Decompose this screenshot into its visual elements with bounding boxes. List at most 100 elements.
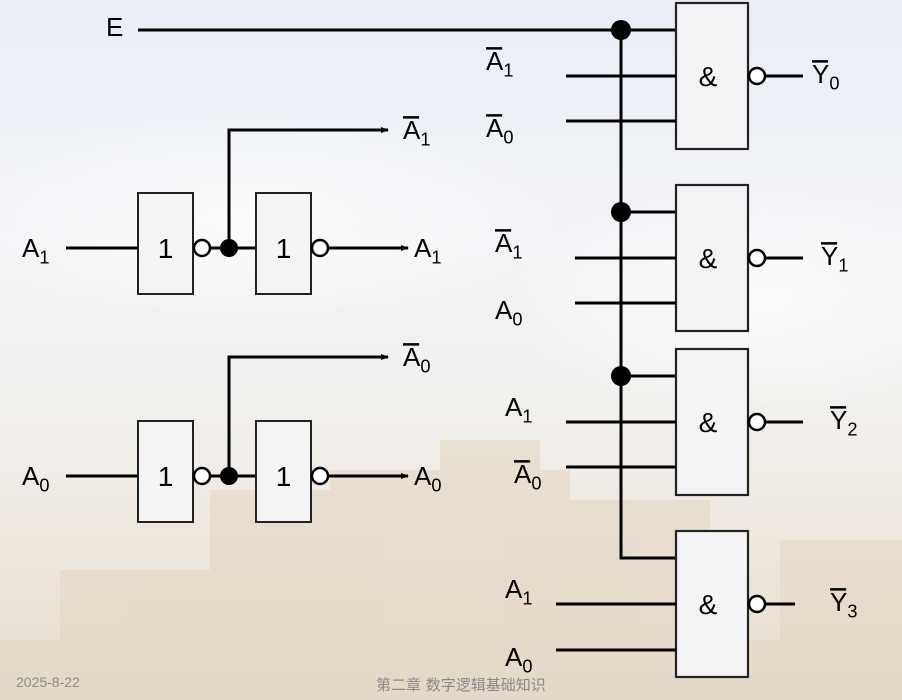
signal-subscript: 1 bbox=[522, 589, 532, 609]
gate-input-label-text: A1 bbox=[505, 392, 532, 427]
signal-letter: A bbox=[505, 642, 523, 672]
gate-input-label-text: A0 bbox=[495, 295, 522, 330]
signal-subscript: 0 bbox=[531, 474, 541, 494]
signal-letter: A bbox=[22, 233, 40, 263]
signal-subscript: 1 bbox=[431, 248, 441, 268]
inverter-symbol: 1 bbox=[158, 461, 174, 492]
junction-dot bbox=[611, 20, 631, 40]
nand-gate-body bbox=[674, 347, 750, 497]
inverter-gate bbox=[255, 192, 312, 295]
complement-output-label-text: A0 bbox=[403, 342, 430, 377]
true-output-label: A0 bbox=[414, 461, 441, 496]
nand-gate-body bbox=[674, 1, 750, 151]
gate-input-label-text: A0 bbox=[514, 459, 541, 494]
true-output-label: A1 bbox=[414, 233, 441, 268]
complement-output-label: A0 bbox=[403, 342, 430, 377]
gate-output-label: Y3 bbox=[830, 587, 857, 622]
complement-output-label: A1 bbox=[403, 115, 430, 150]
signal-subscript: 3 bbox=[847, 602, 857, 622]
signal-letter: A bbox=[414, 461, 432, 491]
inversion-bubble bbox=[747, 66, 767, 86]
footer-date: 2025-8-22 bbox=[16, 674, 80, 690]
inversion-bubble bbox=[310, 466, 330, 486]
signal-subscript: 0 bbox=[420, 357, 430, 377]
gate-input-label: A0 bbox=[495, 295, 522, 330]
and-symbol: & bbox=[699, 407, 718, 438]
signal-letter: A bbox=[514, 459, 532, 489]
complement-output-label-text: A1 bbox=[403, 115, 430, 150]
gate-output-label: Y0 bbox=[812, 59, 839, 94]
signal-subscript: 1 bbox=[522, 407, 532, 427]
signal-subscript: 0 bbox=[39, 476, 49, 496]
gate-input-label-text: A0 bbox=[505, 642, 532, 677]
inverter-symbol: 1 bbox=[158, 233, 174, 264]
gate-input-label: A0 bbox=[486, 113, 513, 148]
enable-bus bbox=[619, 30, 676, 560]
and-symbol: & bbox=[699, 589, 718, 620]
inverter-gate bbox=[255, 420, 312, 523]
signal-letter: A bbox=[505, 574, 523, 604]
signal-letter: A bbox=[414, 233, 432, 263]
gate-input-label: A1 bbox=[495, 228, 522, 263]
signal-letter: A bbox=[22, 461, 40, 491]
signal-letter: Y bbox=[821, 241, 838, 271]
signal-letter: Y bbox=[830, 587, 847, 617]
gate-output-label: Y2 bbox=[830, 405, 857, 440]
nand-gate-body bbox=[674, 183, 750, 333]
signal-letter: A bbox=[486, 113, 504, 143]
gate-input-label: A1 bbox=[505, 392, 532, 427]
inverter-gate bbox=[137, 420, 194, 523]
signal-letter: A bbox=[495, 228, 513, 258]
junction-dot bbox=[611, 366, 631, 386]
complement-output-wire bbox=[227, 127, 389, 248]
input-label-text: A0 bbox=[22, 461, 49, 496]
signal-letter: A bbox=[403, 115, 421, 145]
inversion-bubble bbox=[747, 412, 767, 432]
inversion-bubble bbox=[310, 238, 330, 258]
signal-letter: A bbox=[403, 342, 421, 372]
signal-subscript: 2 bbox=[847, 420, 857, 440]
signal-subscript: 0 bbox=[829, 74, 839, 94]
signal-subscript: 0 bbox=[512, 310, 522, 330]
gate-input-label-text: A0 bbox=[486, 113, 513, 148]
true-output-label-text: A0 bbox=[414, 461, 441, 496]
signal-subscript: 0 bbox=[431, 476, 441, 496]
complement-output-wire bbox=[227, 354, 389, 476]
inversion-bubble bbox=[747, 594, 767, 614]
signal-subscript: 1 bbox=[503, 61, 513, 81]
and-symbol: & bbox=[699, 61, 718, 92]
signal-subscript: 1 bbox=[39, 248, 49, 268]
signal-subscript: 1 bbox=[512, 243, 522, 263]
signal-letter: Y bbox=[812, 59, 829, 89]
signal-letter: A bbox=[486, 46, 504, 76]
gate-input-label-text: A1 bbox=[505, 574, 532, 609]
gate-output-label-text: Y1 bbox=[821, 241, 848, 276]
inverter-symbol: 1 bbox=[276, 233, 292, 264]
inverter-gate bbox=[137, 192, 194, 295]
gate-output-label-text: Y2 bbox=[830, 405, 857, 440]
inversion-bubble bbox=[192, 466, 212, 486]
junction-dot bbox=[611, 202, 631, 222]
gate-input-label-text: A1 bbox=[495, 228, 522, 263]
inverter-symbol: 1 bbox=[276, 461, 292, 492]
signal-subscript: 1 bbox=[420, 130, 430, 150]
gate-input-label: A1 bbox=[505, 574, 532, 609]
footer-chapter-title: 第二章 数字逻辑基础知识 bbox=[376, 676, 546, 694]
signal-subscript: 1 bbox=[838, 256, 848, 276]
signal-subscript: 0 bbox=[522, 657, 532, 677]
enable-label: E bbox=[106, 12, 123, 42]
and-symbol: & bbox=[699, 243, 718, 274]
gate-output-label-text: Y0 bbox=[812, 59, 839, 94]
input-label-text: A1 bbox=[22, 233, 49, 268]
input-label: A0 bbox=[22, 461, 49, 496]
input-label: A1 bbox=[22, 233, 49, 268]
gate-output-label: Y1 bbox=[821, 241, 848, 276]
gate-input-label: A0 bbox=[505, 642, 532, 677]
inversion-bubble bbox=[192, 238, 212, 258]
gate-input-label-text: A1 bbox=[486, 46, 513, 81]
